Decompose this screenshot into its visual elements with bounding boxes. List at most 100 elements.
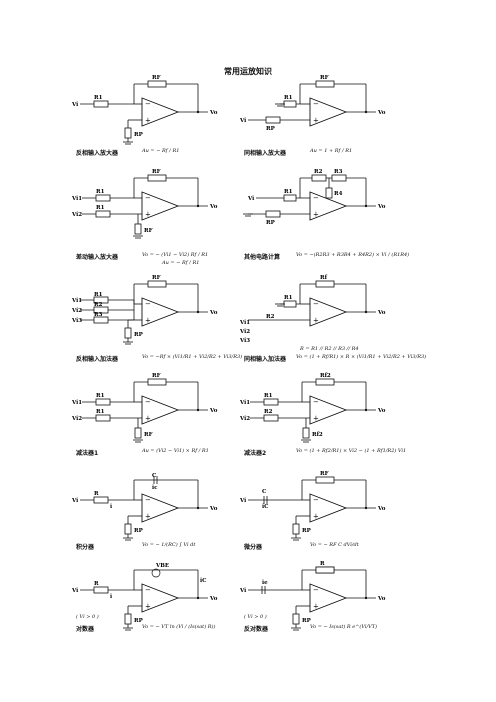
current-label: iC [262, 504, 269, 510]
feedback-resistor [147, 280, 167, 288]
bias-label: RP [302, 618, 311, 624]
junction-dot [196, 408, 200, 412]
circuit-formula: Vo = − VT ln (Vi / (Is(sat) R)) [142, 624, 216, 630]
output-label: Vo [209, 310, 218, 316]
output-label: Vo [209, 596, 218, 602]
resistor-r4 [325, 187, 333, 199]
opamp-plus: + [313, 603, 319, 611]
output-label: Vo [377, 506, 386, 512]
circuit-caption: 微分器 [244, 544, 263, 551]
input-label: Vi2 [72, 416, 82, 422]
opamp-minus: − [145, 100, 151, 108]
resistor-label: R3 [94, 312, 103, 318]
circuit-caption: 其他电路计算 [244, 254, 281, 261]
circuit-formula: Vo = − RF C dVi/dt [310, 542, 359, 548]
output-label: Vo [377, 204, 386, 210]
transistor-icon [151, 568, 161, 578]
bias-label: RP [302, 528, 311, 534]
current-label: ic [152, 485, 158, 491]
input-label: Vi [240, 588, 246, 594]
resistor-label: R1 [284, 189, 293, 195]
bias-label: RP [134, 132, 143, 138]
circuit-condition: ( Vi > 0 ) [76, 614, 99, 620]
resistor-label: R1 [96, 189, 105, 195]
input-label: Vi1 [240, 320, 250, 326]
input-resistor [93, 306, 109, 314]
circuit-caption: 减法器1 [76, 450, 99, 457]
capacitor-label: C [262, 489, 267, 495]
circuit-formula: Vo = (1 + Rf2/R1) × Vi2 − (1 + Rf1/R2) V… [296, 448, 407, 454]
circuit-caption: 对数器 [76, 626, 95, 633]
opamp-plus: + [313, 211, 319, 219]
opamp-minus: − [313, 300, 319, 308]
r4-label: R4 [334, 191, 343, 197]
junction-dot [364, 506, 368, 510]
input-resistor [93, 296, 109, 304]
junction-dot [364, 310, 368, 314]
opamp-plus: + [313, 117, 319, 125]
circuit-formula: Vo = −(R2R3 + R3R4 + R4R2) × Vi / (R1R4) [296, 252, 410, 258]
input-label: Vi [72, 102, 78, 108]
circuit-caption: 反相输入放大器 [76, 150, 119, 157]
resistor-label: R1 [264, 393, 273, 399]
current-label: i [110, 594, 112, 600]
opamp-plus: + [145, 415, 151, 423]
input-label: Vi2 [240, 416, 250, 422]
resistor-label: R1 [96, 205, 105, 211]
input-resistor [283, 100, 297, 108]
feedback-label: RF [320, 75, 329, 81]
feedback-label: RF [152, 169, 161, 175]
input-label: Vi [240, 498, 246, 504]
feedback-label: RF [320, 471, 329, 477]
opamp-triangle [309, 297, 348, 327]
resistor-label: R1 [96, 393, 105, 399]
resistor-r3 [331, 174, 347, 182]
junction-dot [364, 204, 368, 208]
input-resistor [95, 194, 111, 202]
opamp-minus: − [313, 496, 319, 504]
bias-label: RP [134, 618, 143, 624]
bias-label: RP [266, 126, 275, 132]
output-label: Vo [209, 110, 218, 116]
opamp-triangle [141, 97, 180, 127]
feedback-label: Rf [320, 275, 328, 281]
input-resistor [283, 300, 297, 308]
input-label: Vi [72, 588, 78, 594]
circuit-condition: ( Vi > 0 ) [244, 614, 267, 620]
output-label: Vo [209, 204, 218, 210]
opamp-triangle [141, 191, 180, 221]
input-resistor [283, 194, 297, 202]
input-label: Vi2 [72, 212, 82, 218]
feedback-resistor [315, 80, 335, 88]
bias-resistor [292, 613, 300, 625]
circuit-caption: 减法器2 [244, 450, 267, 457]
current-label: iC [200, 578, 207, 584]
circuit-caption: 同相输入放大器 [244, 150, 287, 157]
bias-label: Rf2 [312, 432, 323, 438]
junction-dot [196, 110, 200, 114]
current-label: ie [262, 580, 268, 586]
opamp-plus: + [145, 513, 151, 521]
junction-dot [196, 204, 200, 208]
input-label: Vi1 [72, 196, 82, 202]
bias-label: RP [266, 220, 275, 226]
opamp-plus: + [313, 513, 319, 521]
r3-label: R3 [334, 169, 343, 175]
input-resistor [263, 398, 279, 406]
input-label: Vi1 [72, 298, 82, 304]
feedback-label: RF [152, 373, 161, 379]
opamp-minus: − [313, 586, 319, 594]
bias-resistor [124, 523, 132, 535]
resistor-label: R2 [94, 302, 103, 308]
